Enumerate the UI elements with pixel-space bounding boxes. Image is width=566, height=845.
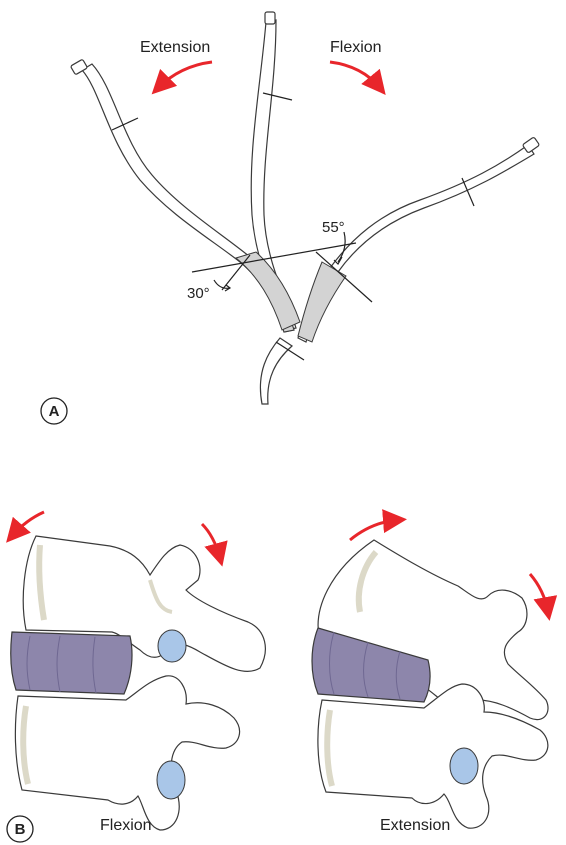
extension-label: Extension [140,39,210,56]
extension-top-arrow-icon [350,520,398,540]
extension-lower-foramen [450,748,478,784]
flexion-angle-label: 55° [322,219,345,236]
extension-arrow-icon [158,62,212,88]
panel-b-label: B [15,821,26,838]
flexion-right-arrow-icon [202,524,220,558]
sacral-tail [260,338,292,404]
flexion-spine-strip [298,145,534,342]
flexion-label: Flexion [330,39,382,56]
flexion-arrow-icon [330,62,380,88]
panel-b-extension-caption: Extension [380,817,450,834]
extension-angle-label: 30° [187,285,210,302]
flexion-left-arrow-icon [12,512,44,536]
flexion-lower-vertebra [15,676,239,830]
panel-b-flexion-vertebrae [11,512,266,830]
flexion-lower-foramen [157,761,185,799]
flexion-shaded-segment [298,262,346,342]
panel-a: Extension Flexion 55° 30° [41,12,540,424]
extension-side-arrow-icon [530,574,548,612]
panel-b-flexion-caption: Flexion [100,817,152,834]
panel-a-label: A [49,403,60,420]
extension-shaded-band [236,252,300,330]
panel-b-extension-vertebrae [312,520,548,828]
neutral-spine-cap [265,12,275,24]
flexion-upper-foramen [158,630,186,662]
